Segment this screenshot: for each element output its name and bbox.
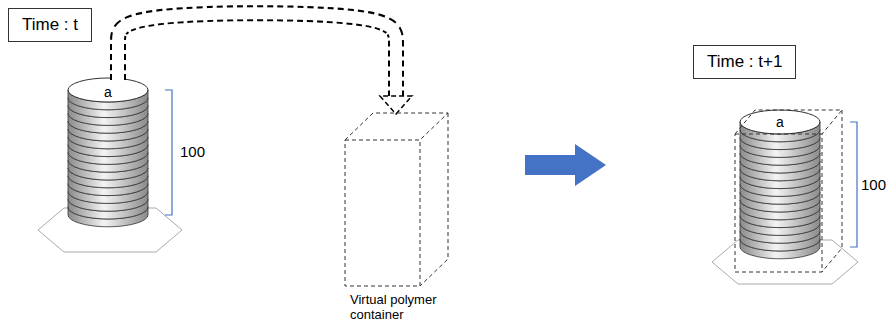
disc-stack — [68, 78, 148, 227]
container-top — [345, 113, 448, 140]
container-side — [822, 110, 842, 272]
dimension-label: 100 — [861, 176, 886, 194]
virtual-container-outline — [735, 110, 842, 272]
disc-top-label: a — [68, 80, 148, 104]
transfer-arrow — [118, 13, 412, 114]
node-text: a — [776, 114, 784, 130]
disc-stack — [740, 110, 820, 259]
virtual-container: Virtual polymer container — [338, 108, 463, 322]
node-text: Time : t+1 — [707, 52, 782, 72]
container-side — [420, 113, 448, 286]
time-step-arrow — [525, 144, 606, 186]
arrow-body — [118, 13, 396, 96]
container-front — [345, 140, 420, 286]
disc-top-label: a — [740, 112, 820, 132]
container-outline — [338, 108, 463, 290]
height-bracket — [165, 90, 172, 215]
arrow-outline — [118, 13, 396, 96]
time-box: Time : t — [8, 8, 92, 42]
container-top — [735, 110, 842, 134]
node-text: Virtual polymer container — [350, 292, 458, 322]
container-front — [735, 134, 822, 272]
node-text: a — [104, 84, 112, 100]
height-bracket — [850, 122, 857, 247]
node-text: Time : t — [22, 15, 78, 35]
time-box: Time : t+1 — [693, 45, 796, 79]
arrow-head — [380, 96, 412, 114]
disc-top — [740, 110, 820, 134]
dimension-label: 100 — [180, 143, 205, 161]
disc-top — [68, 78, 148, 102]
